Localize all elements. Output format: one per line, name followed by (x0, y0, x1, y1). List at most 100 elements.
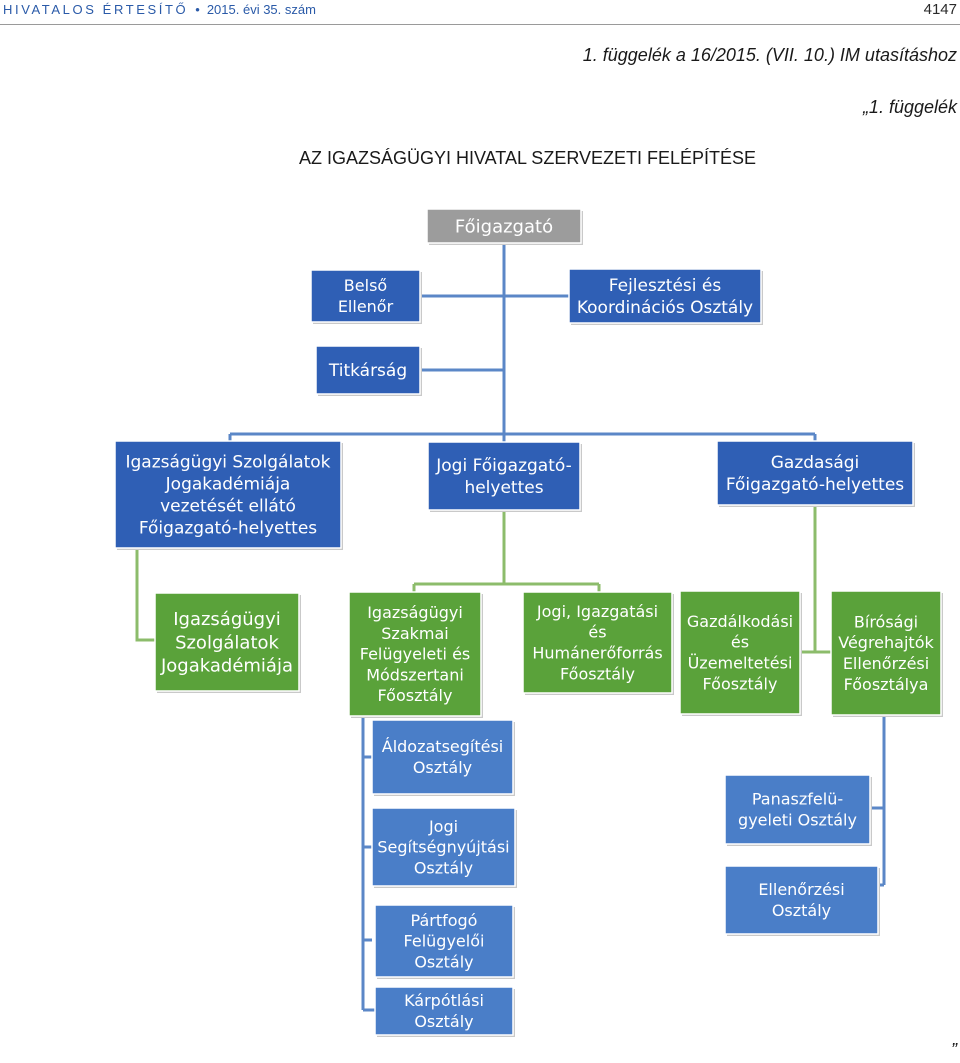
org-box-background (679, 590, 801, 715)
org-box-label-line: Módszertani (366, 665, 464, 684)
closing-quote: ” (951, 1040, 957, 1060)
org-box-label-line: gyeleti Osztály (738, 811, 857, 830)
org-box-label-line: Titkárság (328, 361, 407, 381)
appendix-label: „1. függelék (862, 97, 957, 117)
org-box-foigazgato: Főigazgató (426, 208, 583, 245)
org-box-label-line: Igazságügyi (367, 603, 463, 622)
header-separator: • (195, 2, 200, 17)
org-box-background (724, 774, 871, 845)
org-box-label-line: Osztály (414, 1012, 473, 1031)
org-box-label-line: Gazdálkodási (687, 612, 793, 631)
issue-number: 2015. évi 35. szám (206, 2, 316, 17)
org-box-label-line: Igazságügyi Szolgálatok (125, 452, 330, 472)
org-box-label-line: Segítségnyújtási (377, 838, 509, 857)
org-box-background (724, 865, 879, 935)
org-box-label-line: Főigazgató-helyettes (139, 519, 317, 539)
org-box-label-line: Gazdasági (771, 453, 860, 473)
org-box-label-line: Jogakadémiája (165, 474, 291, 494)
org-box-label-line: és (588, 623, 606, 642)
org-box-label-line: Kárpótlási (404, 991, 484, 1010)
org-box-label-line: Osztály (414, 858, 473, 877)
org-box-background (310, 269, 421, 323)
org-box-label-line: Felügyeleti és (360, 645, 471, 664)
org-box-label-line: és (731, 633, 749, 652)
org-box-label-line: Osztály (413, 758, 472, 777)
org-box-label-line: Főosztály (560, 664, 635, 683)
org-box-titkarsag: Titkárság (315, 345, 422, 396)
page-number: 4147 (923, 1, 957, 18)
org-box-background (348, 591, 482, 717)
org-box-background (114, 440, 342, 549)
org-box-label-line: Bírósági (854, 612, 918, 631)
running-header: HIVATALOS ÉRTESÍTŐ • 2015. évi 35. szám (3, 2, 316, 17)
org-box-label-line: Koordinációs Osztály (577, 298, 753, 318)
org-box-label-line: Ellenőrzési (758, 880, 844, 899)
chart-title: AZ IGAZSÁGÜGYI HIVATAL SZERVEZETI FELÉPÍ… (298, 148, 757, 168)
org-box-background (716, 440, 914, 506)
org-box-label-line: helyettes (464, 478, 543, 498)
org-box-background (374, 904, 514, 978)
org-box-background (315, 345, 421, 395)
org-box-panaszfelugyeleti: Panaszfelü-gyeleti Osztály (724, 774, 872, 846)
org-box-label-line: Jogi, Igazgatási (536, 602, 658, 621)
org-box-background (374, 986, 514, 1036)
org-box-label: Titkárság (328, 361, 407, 381)
org-box-label-line: Főosztály (703, 674, 778, 693)
appendix-reference: 1. függelék a 16/2015. (VII. 10.) IM uta… (582, 45, 957, 65)
org-box-background (522, 591, 673, 694)
org-box-label-line: Osztály (772, 901, 831, 920)
org-box-label-line: Panaszfelü- (752, 790, 843, 809)
publication-name: HIVATALOS ÉRTESÍTŐ (3, 2, 189, 17)
org-box-label-line: Szolgálatok (175, 632, 279, 653)
org-box-label-line: Szakmai (381, 624, 448, 643)
org-box-label-line: Felügyelői (404, 932, 485, 951)
org-box-background (154, 592, 300, 692)
org-box-label-line: Üzemeltetési (688, 654, 793, 673)
org-box-background (371, 807, 516, 887)
connector-szakmai-departments (361, 716, 375, 1012)
org-box-label-line: Főosztály (378, 686, 453, 705)
org-box-label: Panaszfelü-gyeleti Osztály (738, 790, 857, 830)
org-box-background (371, 719, 514, 795)
org-box-label-line: Főigazgató (455, 216, 553, 237)
org-box-background (830, 590, 942, 716)
org-box-label-line: Ellenőrzési (843, 654, 929, 673)
connector-birosagi-departments (870, 716, 886, 887)
org-box-label-line: Igazságügyi (173, 609, 281, 630)
org-box-label-line: Áldozatsegítési (382, 737, 504, 756)
org-box-label-line: Jogi Főigazgató- (435, 456, 572, 476)
org-box-label-line: Végrehajtók (838, 633, 934, 652)
org-box-label: Főigazgató (455, 216, 553, 237)
org-box-background (427, 441, 581, 511)
org-box-jogi-helyettes: Jogi Főigazgató-helyettes (427, 441, 582, 512)
org-box-label-line: Jogakadémiája (160, 656, 293, 677)
org-box-label-line: vezetését ellátó (160, 497, 296, 517)
org-box-label-line: Főigazgató-helyettes (726, 475, 904, 495)
